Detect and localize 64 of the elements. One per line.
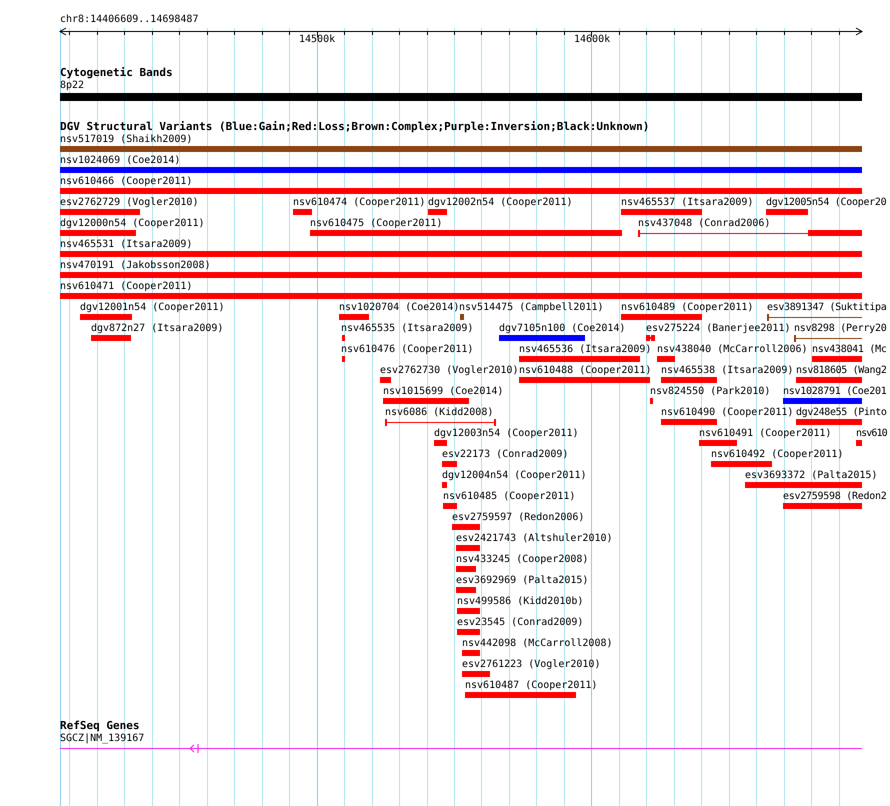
variant-label: nsv1024069 (Coe2014)	[60, 155, 180, 167]
variant-label: nsv438040 (McCarroll2006)	[657, 344, 808, 356]
variant-label: esv2762730 (Vogler2010)	[380, 365, 518, 377]
variant-label: nsv610466 (Cooper2011)	[60, 176, 192, 188]
variant-label: nsv610476 (Cooper2011)	[341, 344, 474, 356]
variant-label: nsv610492 (Cooper2011)	[711, 449, 844, 461]
variant-label: nsv610491 (Cooper2011)	[699, 428, 832, 440]
variant-label: dgv12005n54 (Cooper20	[766, 197, 886, 209]
variant-label: dgv12001n54 (Cooper2011)	[80, 302, 224, 314]
variant-label: nsv610488 (Cooper2011)	[519, 365, 652, 377]
variant-label: nsv514475 (Campbell2011)	[459, 302, 604, 314]
variant-label: nsv437048 (Conrad2006)	[638, 218, 770, 230]
variant-label: nsv8298 (Perry20	[794, 323, 887, 335]
band-name: 8p22	[60, 80, 84, 92]
gene-label: SGCZ|NM_139167	[60, 733, 144, 745]
variant-label: esv3693372 (Palta2015)	[745, 470, 878, 482]
variant-label: dgv248e55 (Pinto	[796, 407, 887, 419]
track-title: Cytogenetic Bands	[60, 67, 173, 79]
variant-label: nsv438041 (Mc	[812, 344, 887, 356]
variant-label: nsv610474 (Cooper2011)	[293, 197, 426, 209]
variant-label: nsv465536 (Itsara2009)	[519, 344, 652, 356]
track-title: DGV Structural Variants (Blue:Gain;Red:Loss;Brown:Complex;Purple:Inversion;Black:Unknown)	[60, 121, 650, 133]
variant-label: nsv610475 (Cooper2011)	[310, 218, 442, 230]
variant-label: nsv610490 (Cooper2011)	[661, 407, 794, 419]
tick-label: 14500k	[299, 34, 336, 46]
variant-label: nsv1028791 (Coe201	[783, 386, 886, 398]
variant-label: nsv610487 (Cooper2011)	[465, 680, 598, 692]
variant-label: nsv1015699 (Coe2014)	[383, 386, 504, 398]
variant-label: nsv610471 (Cooper2011)	[60, 281, 192, 293]
variant-label: nsv610485 (Cooper2011)	[443, 491, 576, 503]
variant-label: nsv818605 (Wang2	[796, 365, 887, 377]
variant-label: esv3692969 (Palta2015)	[456, 575, 588, 587]
variant-label: esv3891347 (Suktitipa	[767, 302, 886, 314]
variant-label: esv2761223 (Vogler2010)	[462, 659, 600, 671]
variant-label: dgv12000n54 (Cooper2011)	[60, 218, 204, 230]
variant-label: esv2759597 (Redon2006)	[452, 512, 584, 524]
variant-label: nsv610489 (Cooper2011)	[621, 302, 754, 314]
variant-label: dgv872n27 (Itsara2009)	[91, 323, 224, 335]
track-title: RefSeq Genes	[60, 720, 140, 732]
variant-label: nsv442098 (McCarroll2008)	[462, 638, 613, 650]
variant-label: esv275224 (Banerjee2011)	[646, 323, 790, 335]
variant-label: esv2421743 (Altshuler2010)	[456, 533, 613, 545]
variant-label: nsv1020704 (Coe2014)	[339, 302, 460, 314]
variant-label: nsv6086 (Kidd2008)	[385, 407, 494, 419]
variant-label: nsv499586 (Kidd2010b)	[457, 596, 584, 608]
variant-label: esv2762729 (Vogler2010)	[60, 197, 198, 209]
variant-label: nsv465537 (Itsara2009)	[621, 197, 754, 209]
variant-label: dgv12004n54 (Cooper2011)	[442, 470, 586, 482]
variant-label: nsv470191 (Jakobsson2008)	[60, 260, 211, 272]
variant-label: dgv12003n54 (Cooper2011)	[434, 428, 578, 440]
coordinate-label: chr8:14406609..14698487	[60, 14, 198, 26]
variant-label: nsv610	[856, 428, 887, 440]
variant-label: dgv12002n54 (Cooper2011)	[428, 197, 572, 209]
variant-label: nsv433245 (Cooper2008)	[456, 554, 588, 566]
variant-label: nsv465538 (Itsara2009)	[661, 365, 794, 377]
variant-label: nsv824550 (Park2010)	[650, 386, 770, 398]
variant-label: dgv7105n100 (Coe2014)	[499, 323, 626, 335]
variant-label: nsv517019 (Shaikh2009)	[60, 134, 192, 146]
variant-label: esv22173 (Conrad2009)	[442, 449, 568, 461]
variant-label: esv23545 (Conrad2009)	[457, 617, 584, 629]
variant-label: nsv465531 (Itsara2009)	[60, 239, 192, 251]
variant-label: nsv465535 (Itsara2009)	[341, 323, 474, 335]
variant-label: esv2759598 (Redon2	[783, 491, 886, 503]
tick-label: 14600k	[574, 34, 610, 46]
